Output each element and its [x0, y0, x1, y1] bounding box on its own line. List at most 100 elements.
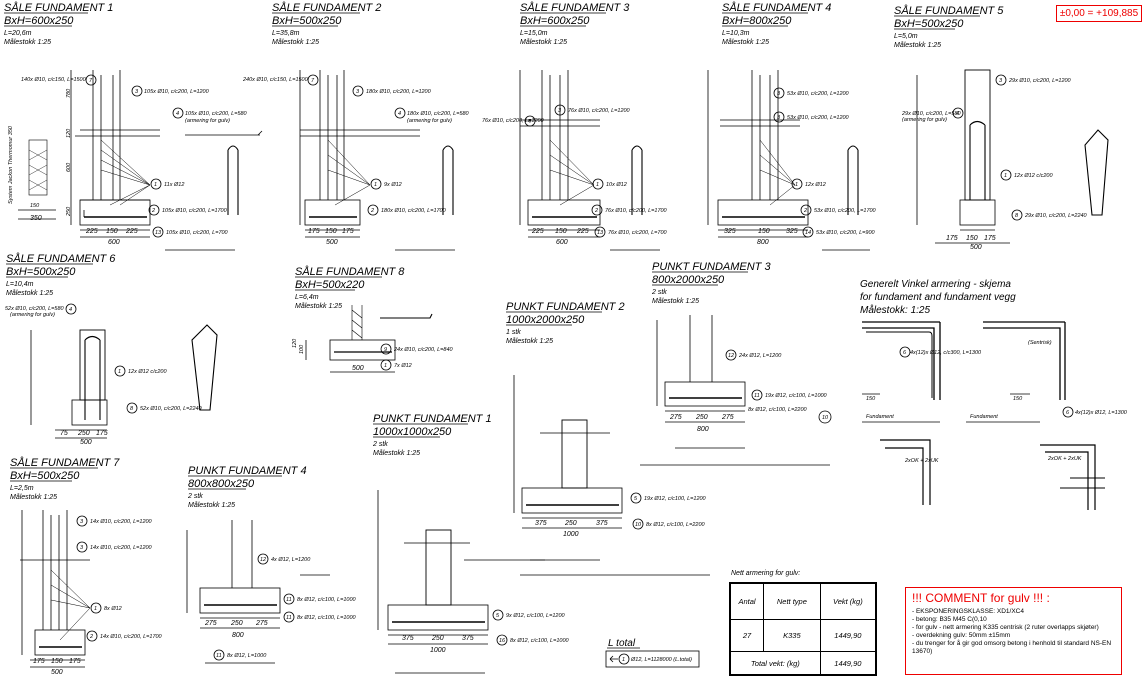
sf1-v2: 120: [66, 128, 72, 138]
pf4-c11-text: 8x Ø12, c/c100, L=1000: [297, 597, 356, 603]
sf7-c3a-text: 14x Ø10, c/c200, L=1200: [90, 519, 153, 525]
sf5-c4-text: 29x Ø10, c/c200, L=580: [901, 111, 961, 117]
pf2-d3: 375: [596, 520, 608, 527]
sf2-c3-text: 180x Ø10, c/c200, L=1200: [366, 89, 432, 95]
pf2-size: 1000x2000x250: [506, 314, 585, 326]
punkt-fundament-3: PUNKT FUNDAMENT 3 800x2000x250 2 stk Mål…: [640, 261, 832, 466]
pf3-c11-text: 19x Ø12, c/c100, L=1000: [765, 393, 828, 399]
pf4-scale: Målestokk 1:25: [188, 501, 235, 509]
sf1-size: BxH=600x250: [4, 15, 74, 27]
nett-header-antal: Antal: [729, 582, 765, 621]
sf4-d1: 325: [724, 228, 736, 235]
sf7-c2-text: 14x Ø10, c/c200, L=1700: [100, 634, 163, 640]
nett-total-value: 1449,90: [819, 651, 877, 675]
svg-text:150: 150: [866, 396, 876, 402]
pf2-dt: 1000: [563, 531, 579, 538]
vinkel-armering: Generelt Vinkel armering - skjema for fu…: [860, 279, 1128, 510]
l-total: L total 1 Ø12, L=1128000 (L.total): [605, 638, 700, 668]
svg-text:6: 6: [1066, 410, 1070, 416]
pf3-d1: 275: [669, 414, 682, 421]
sf3-d3: 225: [576, 228, 589, 235]
sf1-c2-text: 105x Ø10, c/c200, L=1700: [162, 208, 228, 214]
sf3-c3-text: 76x Ø10, c/c200, L=1200: [568, 108, 631, 114]
comment-line: - du trenger for å gir god omsorg betong…: [912, 640, 1112, 655]
svg-text:13: 13: [597, 230, 604, 236]
svg-text:3: 3: [356, 89, 360, 95]
svg-text:16: 16: [499, 638, 506, 644]
nett-header-type: Nett type: [763, 582, 821, 621]
sf2-c1-text: 9x Ø12: [384, 182, 402, 188]
svg-text:2: 2: [594, 208, 598, 214]
pf2-c10-text: 8x Ø12, c/c100, L=2200: [646, 522, 705, 528]
sf3-dt: 600: [556, 239, 568, 246]
sf1-title: SÅLE FUNDAMENT 1: [4, 1, 113, 14]
sf6-d2: 250: [77, 430, 90, 437]
sf1-dt: 600: [108, 239, 120, 246]
sf5-c1-text: 12x Ø12 c/c200: [1014, 173, 1053, 179]
svg-text:3: 3: [558, 108, 562, 114]
pf4-d3: 275: [255, 620, 268, 627]
svg-text:1: 1: [795, 182, 798, 188]
sf1-c4-text: 105x Ø10, c/c200, L=580: [185, 111, 248, 117]
sf3-c2-text: 76x Ø10, c/c200, L=1700: [605, 208, 668, 214]
svg-text:11: 11: [216, 653, 222, 659]
sf3-c4-text: 76x Ø10, c/c200, L=1200: [482, 118, 545, 124]
pf3-title: PUNKT FUNDAMENT 3: [652, 261, 771, 273]
sf8-length: L=6,4m: [295, 294, 319, 301]
svg-text:1: 1: [384, 363, 387, 369]
sf2-c7-text: 240x Ø10, c/c150, L=1500: [242, 77, 309, 83]
sf6-c4-note: (armering for gulv): [10, 312, 55, 318]
sf1-c13: 13: [155, 230, 162, 236]
sf6-d1: 75: [60, 430, 68, 437]
sf7-c1-text: 8x Ø12: [104, 606, 122, 612]
sf8-title: SÅLE FUNDAMENT 8: [295, 265, 405, 278]
svg-text:1: 1: [374, 182, 377, 188]
pf4-count: 2 stk: [187, 493, 203, 500]
svg-text:1: 1: [94, 606, 97, 612]
pf4-c12-text: 4x Ø12, L=1200: [271, 557, 311, 563]
pf4-d1: 275: [204, 620, 217, 627]
sf4-dt: 800: [757, 239, 769, 246]
svg-text:4: 4: [69, 307, 72, 313]
sf1-v1: 780: [66, 88, 72, 98]
sf1-d3: 225: [125, 228, 138, 235]
pf3-c10-text: 8x Ø12, c/c100, L=2200: [748, 407, 807, 413]
svg-text:1: 1: [596, 182, 599, 188]
svg-text:7: 7: [311, 78, 315, 84]
sale-fundament-7: SÅLE FUNDAMENT 7 BxH=500x250 L=2,5m Måle…: [10, 456, 163, 676]
vinkel-c6-text: 4x(12)x Ø12, c/c300, L=1300: [910, 350, 982, 356]
sf8-v1: 100: [299, 344, 305, 354]
sf1-system-label: System Jackon Thermomur 350: [8, 125, 14, 204]
sale-fundament-3: SÅLE FUNDAMENT 3 BxH=600x250 L=15,0m Mål…: [482, 1, 668, 251]
svg-text:11: 11: [286, 597, 292, 603]
comment-line: - overdekning gulv: 50mm ±15mm: [912, 632, 1011, 639]
sf3-length: L=15,0m: [520, 30, 548, 37]
sf2-c4-text: 180x Ø10, c/c200, L=580: [407, 111, 470, 117]
sf1-d1: 225: [85, 228, 98, 235]
sf2-c4-note: (armering for gulv): [407, 118, 452, 124]
svg-text:12: 12: [728, 353, 734, 359]
sf6-c8-text: 52x Ø10, c/c200, L=2240: [140, 406, 203, 412]
sf5-c4-note: (armering for gulv): [902, 117, 947, 123]
sf4-title: SÅLE FUNDAMENT 4: [722, 1, 831, 14]
punkt-fundament-1: PUNKT FUNDAMENT 1 1000x1000x250 2 stk Må…: [372, 413, 569, 674]
nett-row-vekt: 1449,90: [819, 619, 877, 653]
sf4-d3: 325: [786, 228, 798, 235]
svg-text:3: 3: [777, 91, 781, 97]
sf5-dt: 500: [970, 244, 982, 251]
sf7-d1: 175: [33, 658, 45, 665]
vinkel-uk-1: 2xOK + 2xUK: [904, 458, 939, 464]
sf1-c13-text: 105x Ø10, c/c200, L=700: [166, 230, 229, 236]
ltotal-title: L total: [608, 638, 636, 649]
sf7-title: SÅLE FUNDAMENT 7: [10, 456, 120, 469]
vinkel-scale: Målestokk: 1:25: [860, 304, 930, 316]
svg-text:8: 8: [1015, 213, 1019, 219]
nett-total-label: Total vekt: (kg): [730, 651, 821, 675]
svg-text:3: 3: [999, 78, 1003, 84]
punkt-fundament-2: PUNKT FUNDAMENT 2 1000x2000x250 1 stk Må…: [506, 301, 710, 576]
sf1-v3: 600: [66, 162, 72, 172]
svg-text:3: 3: [777, 115, 781, 121]
sf1-d2: 150: [106, 228, 118, 235]
sf5-title: SÅLE FUNDAMENT 5: [894, 4, 1004, 17]
